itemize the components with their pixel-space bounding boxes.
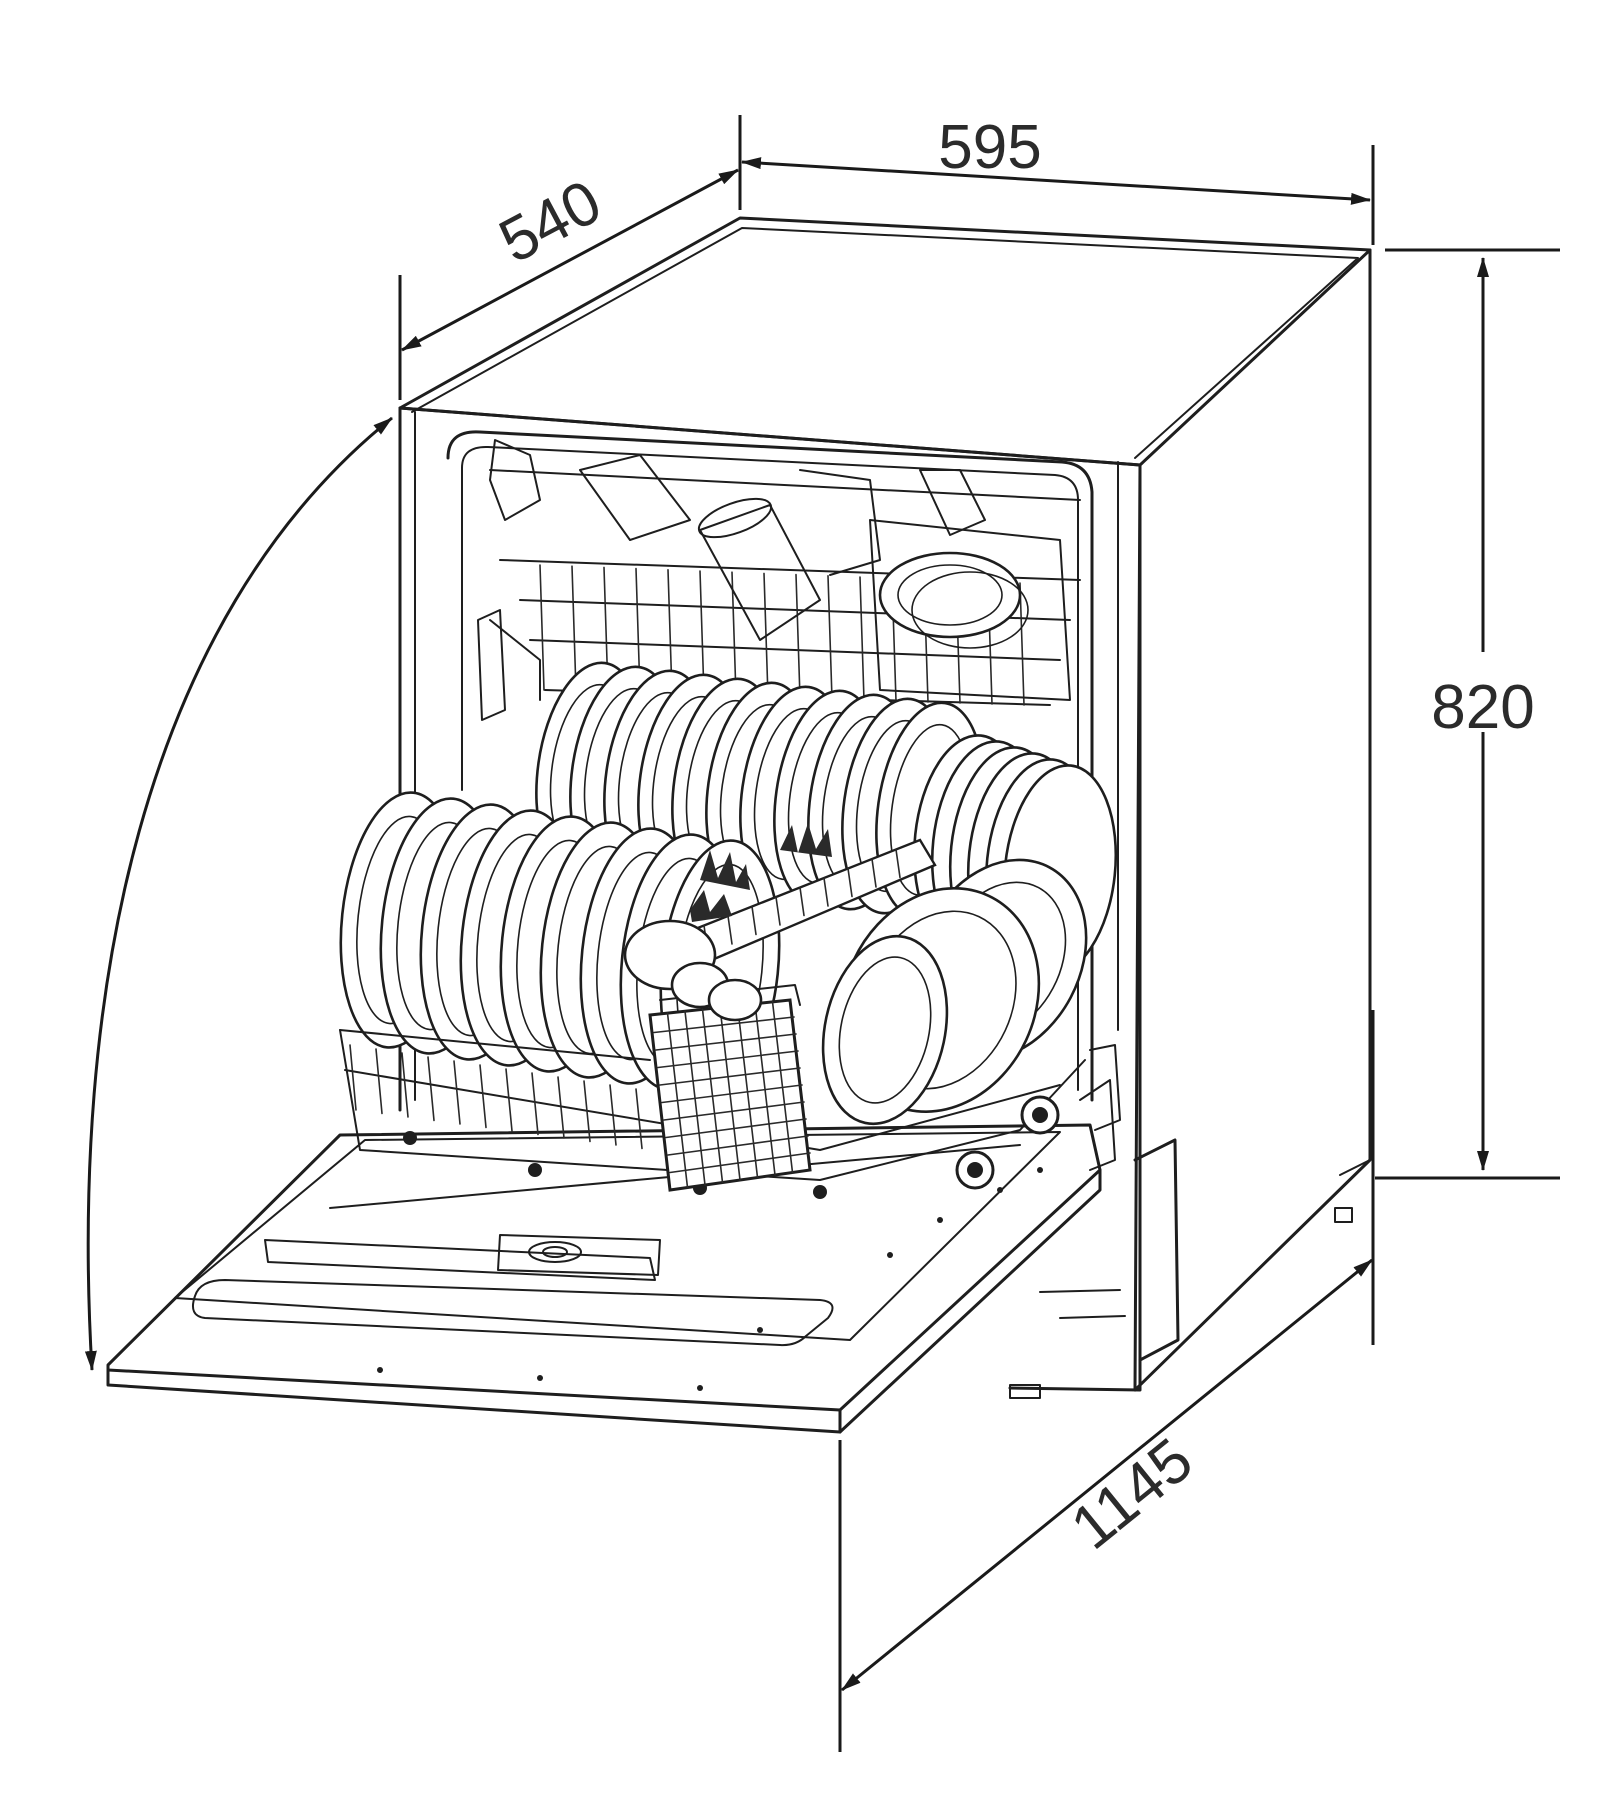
tray-slot	[847, 867, 853, 898]
front-right-plates	[821, 858, 1088, 1126]
door-open-dimension-line	[841, 1258, 1373, 1692]
basket-grid-horizontal	[659, 1067, 801, 1086]
cutlery-cluster-1	[700, 850, 750, 890]
upper-rack-clip-left	[489, 439, 541, 521]
wheel-2-hub	[1032, 1107, 1048, 1123]
base-detail	[1039, 1289, 1126, 1319]
door-inner-panel	[174, 1131, 1061, 1341]
basket-grid-horizontal	[667, 1135, 809, 1156]
upper-cup-1-rim	[697, 497, 773, 539]
depth-label: 540	[489, 167, 613, 276]
tub-inner-edge	[461, 445, 1079, 1091]
lower-rack-tine	[375, 1048, 383, 1115]
wheel-4	[528, 1163, 542, 1177]
cutlery-cluster-2	[780, 823, 832, 857]
dispenser-cap	[528, 1241, 582, 1263]
upper-bowl-2	[911, 571, 1029, 649]
detergent-dispenser	[497, 1234, 661, 1276]
basket-grid-horizontal	[665, 1118, 807, 1139]
lower-rack-tine	[505, 1068, 513, 1132]
upper-cup-1	[699, 504, 821, 641]
lower-rack-tine	[453, 1060, 461, 1125]
small-bowl-3	[707, 978, 763, 1022]
door-thickness-side	[838, 1168, 1102, 1434]
upper-rack-tine	[1019, 582, 1025, 706]
foot-right	[1334, 1207, 1353, 1223]
front-right-plate-3-rim	[838, 956, 932, 1104]
upper-bowl-1-inner	[897, 564, 1003, 626]
upper-rack-clip-right	[919, 469, 986, 536]
width-label: 595	[938, 113, 1041, 182]
wheel-1-hub	[967, 1162, 983, 1178]
upper-rack-tine	[827, 574, 833, 700]
lower-rack-tine	[635, 1088, 643, 1150]
door-bottom-tray	[192, 1279, 834, 1347]
upper-rack-tine	[539, 564, 545, 691]
height-label-bg	[1428, 652, 1538, 732]
front-right-plate-3	[821, 934, 949, 1126]
cutlery-basket	[648, 984, 812, 1192]
dishwasher-door-open	[106, 1079, 1116, 1434]
width-dimension-line	[741, 157, 1371, 205]
door-swing-arc	[84, 416, 393, 1371]
cutlery-tray	[623, 823, 937, 1022]
base-edge	[1339, 1159, 1371, 1176]
upper-rack-rail-3	[529, 639, 1061, 661]
cutlery-basket-grid	[653, 1000, 811, 1189]
lower-rack-tine	[609, 1084, 617, 1146]
basket-grid-horizontal	[669, 1152, 811, 1174]
lower-rack-tine	[583, 1080, 591, 1143]
upper-rack-tine	[571, 565, 577, 692]
lower-rack-tine	[401, 1052, 409, 1118]
lower-rack-tine	[557, 1076, 565, 1139]
tub-opening	[446, 430, 1094, 1102]
upper-rack-basket-right	[869, 519, 1071, 701]
lower-rack-mid-rail	[344, 1069, 1061, 1151]
basket-grid-horizontal	[661, 1084, 803, 1104]
lower-rack-tine	[427, 1056, 435, 1122]
tray-slot	[727, 915, 733, 945]
door-hinge	[1079, 1079, 1116, 1171]
upper-rack-tine	[859, 576, 865, 701]
cabinet-top-edge	[411, 227, 1359, 459]
upper-rack-tine	[731, 571, 737, 697]
basket-grid-horizontal	[663, 1101, 805, 1121]
door-outer	[106, 1123, 1102, 1412]
door-thickness	[106, 1368, 842, 1434]
tray-slot	[751, 905, 757, 936]
upper-rack-tine	[795, 573, 801, 699]
door-open-label: 1145	[1059, 1425, 1206, 1563]
lower-rack-side-clip	[1089, 1044, 1121, 1131]
upper-cup-2	[579, 454, 691, 541]
wheel-6	[813, 1185, 827, 1199]
tray-slot	[895, 848, 901, 879]
basket-grid-horizontal	[653, 1016, 795, 1034]
rack-rail-left	[477, 609, 506, 721]
basket-grid-horizontal	[657, 1050, 799, 1069]
tray-slot	[823, 877, 829, 907]
tray-slot	[775, 896, 781, 926]
wheel-3	[403, 1131, 417, 1145]
lower-rack-tine	[479, 1064, 487, 1129]
tray-slot	[871, 858, 877, 888]
tray-slot	[799, 886, 805, 917]
lower-rack-tine	[531, 1072, 539, 1136]
dimension-lines: 595 540 820 1145	[84, 113, 1560, 1752]
cutlery-cluster-3	[690, 890, 732, 922]
cutlery-tray-cutlery	[690, 823, 832, 922]
depth-dimension-line	[401, 168, 739, 352]
upper-rack	[477, 439, 1081, 721]
dispenser-cap-inner	[542, 1246, 568, 1258]
height-label: 820	[1431, 673, 1534, 742]
door-screws	[377, 1167, 1043, 1391]
upper-rack-top-rail	[489, 469, 1081, 501]
upper-rack-left-frame	[489, 619, 541, 701]
rack-wheels	[403, 1095, 1060, 1199]
basket-grid-horizontal	[655, 1033, 797, 1051]
